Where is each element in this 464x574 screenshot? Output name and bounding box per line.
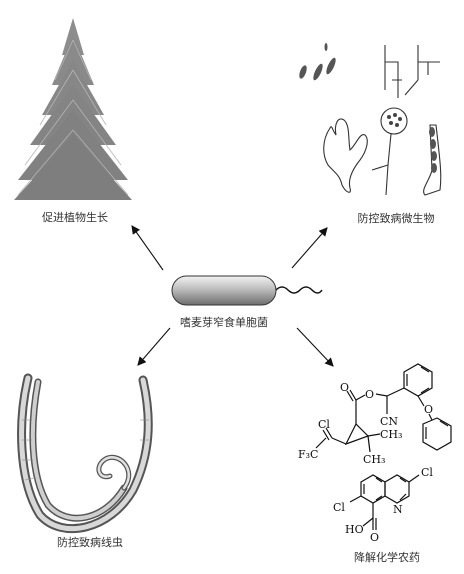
cypermethrin-like-structure: O CN O O CH₃ CH₃ Cl F₃C: [298, 363, 452, 466]
bacterium-illustration: [171, 275, 323, 306]
pathogenic-microbes-illustration: [299, 43, 442, 196]
chem-ester-oxygen: O: [365, 388, 374, 401]
label-stenotrophomonas-maltophilia: 嗜麦芽窄食单胞菌: [180, 315, 268, 329]
chem-cyano: CN: [380, 415, 398, 428]
chem-methyl-a: CH₃: [380, 428, 402, 441]
arrow-to-plant-growth: [131, 225, 164, 271]
chem-trifluoromethyl: F₃C: [298, 448, 318, 461]
label-control-nematodes: 防控致病线虫: [57, 535, 123, 549]
chem-chlorine-upper: Cl: [318, 418, 330, 431]
conifer-tree-illustration: [14, 18, 132, 200]
chem-carbonyl-oxygen: O: [340, 381, 349, 394]
arrow-to-pesticide-degradation: [296, 327, 334, 367]
label-promote-plant-growth: 促进植物生长: [42, 210, 108, 224]
nematode-illustration: [17, 373, 153, 534]
chem-chlorine-left: Cl: [333, 501, 345, 514]
chem-hydroxyl: HO: [345, 523, 364, 536]
arrow-to-pathogenic-microbes: [291, 227, 328, 269]
label-control-pathogenic-microbes: 防控致病微生物: [358, 211, 435, 225]
label-degrade-chemical-pesticides: 降解化学农药: [354, 550, 420, 564]
arrow-to-nematodes: [137, 327, 171, 366]
chem-nitrogen: N: [393, 503, 403, 516]
chem-ether-oxygen: O: [424, 403, 433, 416]
flagellum: [275, 286, 323, 294]
quinclorac-like-structure: Cl N Cl HO O: [333, 466, 433, 544]
chem-methyl-b: CH₃: [363, 453, 385, 466]
chem-chlorine-right: Cl: [421, 466, 433, 479]
chem-carboxyl-oxygen: O: [370, 531, 379, 544]
